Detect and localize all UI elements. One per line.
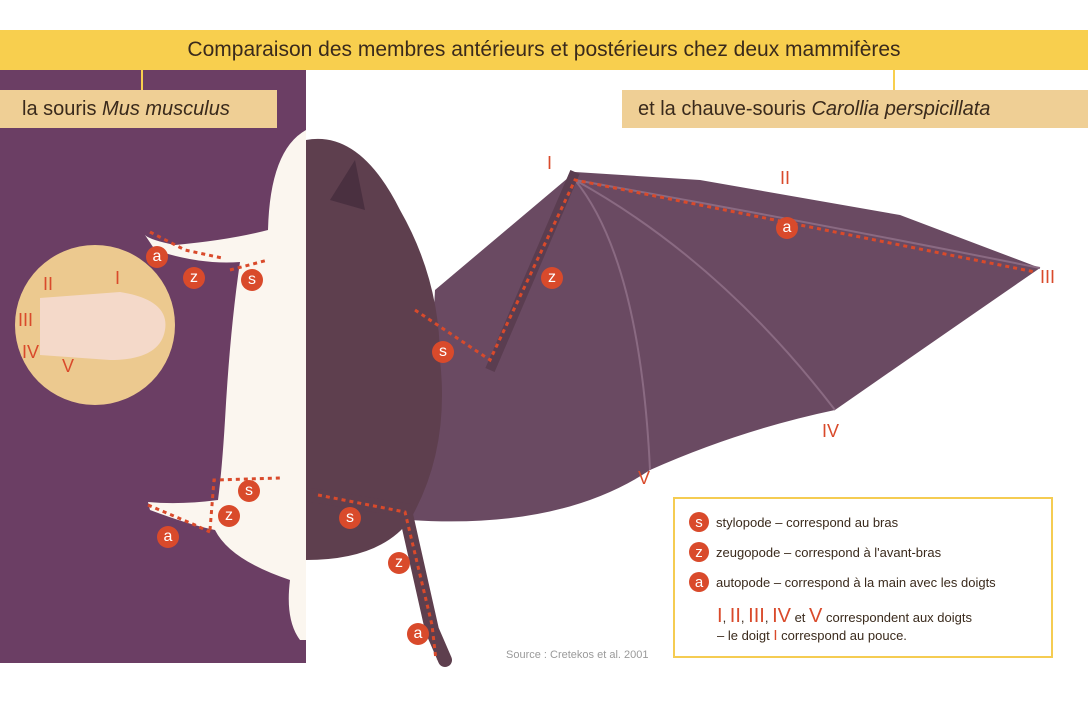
mouse-hind-stylopode-marker: s — [238, 480, 260, 502]
legend-a-badge: a — [689, 572, 709, 592]
mouse-label-prefix: la souris — [22, 97, 97, 120]
bat-forearm — [485, 170, 580, 372]
legend-thumb-suffix: correspond au pouce. — [777, 628, 907, 643]
mouse-bone-lines — [147, 230, 281, 534]
legend-sep-3: , — [764, 610, 773, 625]
legend-z-badge: z — [689, 542, 709, 562]
legend-sep-2: , — [740, 610, 749, 625]
bat-hind-stylopode-marker: s — [339, 507, 361, 529]
bat-hind-autopode-marker: a — [407, 623, 429, 645]
legend-and: et — [790, 610, 810, 625]
bat-digit-V: V — [638, 468, 651, 488]
legend-z-text: zeugopode – correspond à l'avant-bras — [716, 544, 942, 560]
mouse-digit-II: II — [43, 274, 54, 294]
mouse-species-label: la souris Mus musculus — [0, 90, 277, 128]
bat-body — [306, 138, 442, 560]
bat-ear — [330, 160, 365, 210]
legend-digit-III: III — [748, 605, 765, 627]
legend-thumb-digit: I — [773, 627, 778, 644]
bat-wing-membrane — [410, 172, 1040, 522]
page-title: Comparaison des membres antérieurs et po… — [0, 30, 1088, 70]
bat-digit-IV: IV — [822, 421, 840, 441]
mouse-hand — [40, 292, 166, 360]
legend-row-autopode: a autopode – correspond à la main avec l… — [689, 572, 996, 592]
legend-thumb-line: – le doigt I correspond au pouce. — [717, 627, 972, 645]
bat-hind-zeugopode-marker: z — [388, 552, 410, 574]
legend-digit-IV: IV — [772, 605, 791, 627]
mouse-digit-IV: IV — [22, 342, 40, 362]
legend-digits-note: I, II, III, IV et V correspondent aux do… — [717, 605, 972, 645]
legend-digit-V: V — [809, 605, 823, 627]
legend-sep-1: , — [722, 610, 730, 625]
legend-s-text: stylopode – correspond au bras — [716, 514, 899, 530]
legend-box: s stylopode – correspond au bras z zeugo… — [673, 497, 1053, 658]
mouse-front-stylopode-marker: s — [241, 269, 263, 291]
legend-s-badge: s — [689, 512, 709, 532]
mouse-digit-V: V — [62, 356, 75, 376]
bat-digit-I: I — [547, 153, 553, 173]
legend-row-stylopode: s stylopode – correspond au bras — [689, 512, 898, 532]
mouse-species-name: Mus musculus — [102, 97, 230, 120]
legend-digits-text: correspondent aux doigts — [822, 610, 972, 625]
bat-label-prefix: et la chauve-souris — [638, 97, 806, 120]
bat-front-stylopode-marker: s — [432, 341, 454, 363]
bat-front-zeugopode-marker: z — [541, 267, 563, 289]
title-connector-left — [141, 70, 143, 90]
legend-digits-line: I, II, III, IV et V correspondent aux do… — [717, 605, 972, 627]
bat-digit-III: III — [1040, 267, 1056, 287]
legend-a-text: autopode – correspond à la main avec les… — [716, 574, 996, 590]
legend-row-zeugopode: z zeugopode – correspond à l'avant-bras — [689, 542, 941, 562]
bat-digit-II: II — [780, 168, 791, 188]
title-connector-right — [893, 70, 895, 90]
mouse-hind-zeugopode-marker: z — [218, 505, 240, 527]
mouse-digit-III: III — [18, 310, 34, 330]
mouse-front-zeugopode-marker: z — [183, 267, 205, 289]
bat-front-autopode-marker: a — [776, 217, 798, 239]
mouse-front-autopode-marker: a — [146, 246, 168, 268]
bat-species-label: et la chauve-souris Carollia perspicilla… — [622, 90, 1088, 128]
mouse-digit-I: I — [115, 268, 121, 288]
legend-digit-II: II — [729, 605, 741, 627]
legend-thumb-prefix: – le doigt — [717, 628, 774, 643]
bat-finger-bones — [574, 179, 1041, 471]
mouse-hind-autopode-marker: a — [157, 526, 179, 548]
source-credit: Source : Cretekos et al. 2001 — [506, 649, 649, 661]
bat-species-name: Carollia perspicillata — [811, 97, 991, 120]
mouse-body — [145, 130, 306, 640]
bat-bone-lines — [317, 178, 1036, 661]
legend-digit-I: I — [717, 605, 723, 627]
